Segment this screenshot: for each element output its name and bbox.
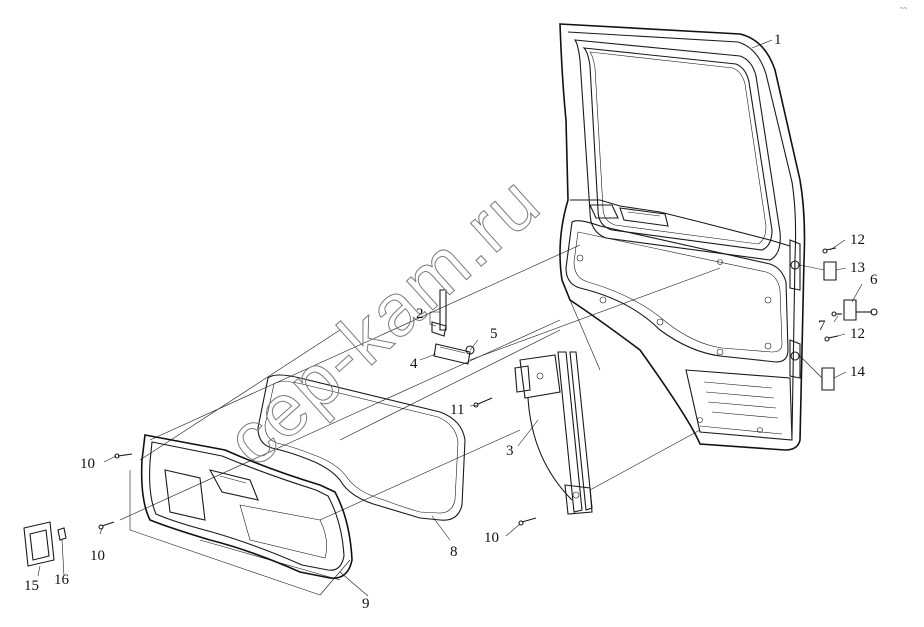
inner-trim-panel: [129, 329, 521, 596]
callout-10-a: 10: [80, 456, 95, 472]
callout-10-c: 10: [484, 530, 499, 546]
callout-8: 8: [450, 544, 458, 560]
bolt-part-10: [98, 453, 537, 530]
watermark-text: cep-kam.ru: [210, 159, 555, 482]
callout-7: 7: [818, 318, 826, 334]
callout-14: 14: [850, 364, 866, 380]
callout-11: 11: [450, 402, 464, 418]
door-panel: [559, 23, 806, 451]
callout-5: 5: [490, 326, 498, 342]
callout-3: 3: [506, 443, 514, 459]
projection-lines: [119, 244, 721, 521]
callout-10-b: 10: [90, 548, 105, 564]
callout-13: 13: [850, 260, 865, 276]
bracket-part-2: [431, 289, 447, 337]
callout-12-a: 12: [850, 232, 865, 248]
inner-handle-part-4: [433, 343, 475, 365]
callout-1: 1: [774, 32, 782, 48]
callout-6: 6: [870, 272, 878, 288]
door-seal: [257, 374, 466, 521]
switch-cover-part-15: [23, 521, 67, 567]
callout-12-b: 12: [850, 326, 865, 342]
window-regulator: [514, 299, 601, 515]
callout-4: 4: [410, 356, 418, 372]
corner-mark: ~~: [900, 6, 908, 12]
callout-15: 15: [24, 578, 39, 594]
callout-2: 2: [416, 306, 424, 322]
leader-lines: [37, 39, 863, 597]
bolt-part-11: [473, 397, 493, 408]
callout-16: 16: [54, 572, 70, 588]
callout-9: 9: [362, 596, 370, 612]
callout-labels: 1 2 3 4 5 6 7 8 9 10 10 10 11 12 12 13 1…: [24, 32, 878, 612]
